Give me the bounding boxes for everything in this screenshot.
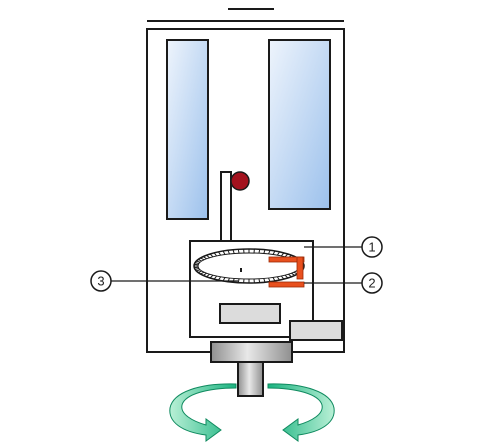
- knob: [231, 172, 249, 190]
- callout-1-label: 1: [368, 240, 375, 255]
- rotation-right-icon: [268, 384, 334, 441]
- lid-lines: [147, 9, 344, 21]
- spindle: [238, 362, 263, 396]
- side-block: [290, 321, 342, 340]
- rotation-left-icon: [170, 384, 236, 441]
- shaft: [221, 172, 231, 242]
- base-flange: [211, 342, 292, 362]
- window-right: [269, 40, 330, 209]
- chamber-block: [220, 304, 280, 323]
- sensor-lower-bar: [269, 282, 304, 287]
- callout-3-label: 3: [97, 274, 104, 289]
- window-left: [167, 40, 208, 219]
- callout-2-label: 2: [368, 276, 375, 291]
- sensor-vertical-bar: [297, 257, 303, 279]
